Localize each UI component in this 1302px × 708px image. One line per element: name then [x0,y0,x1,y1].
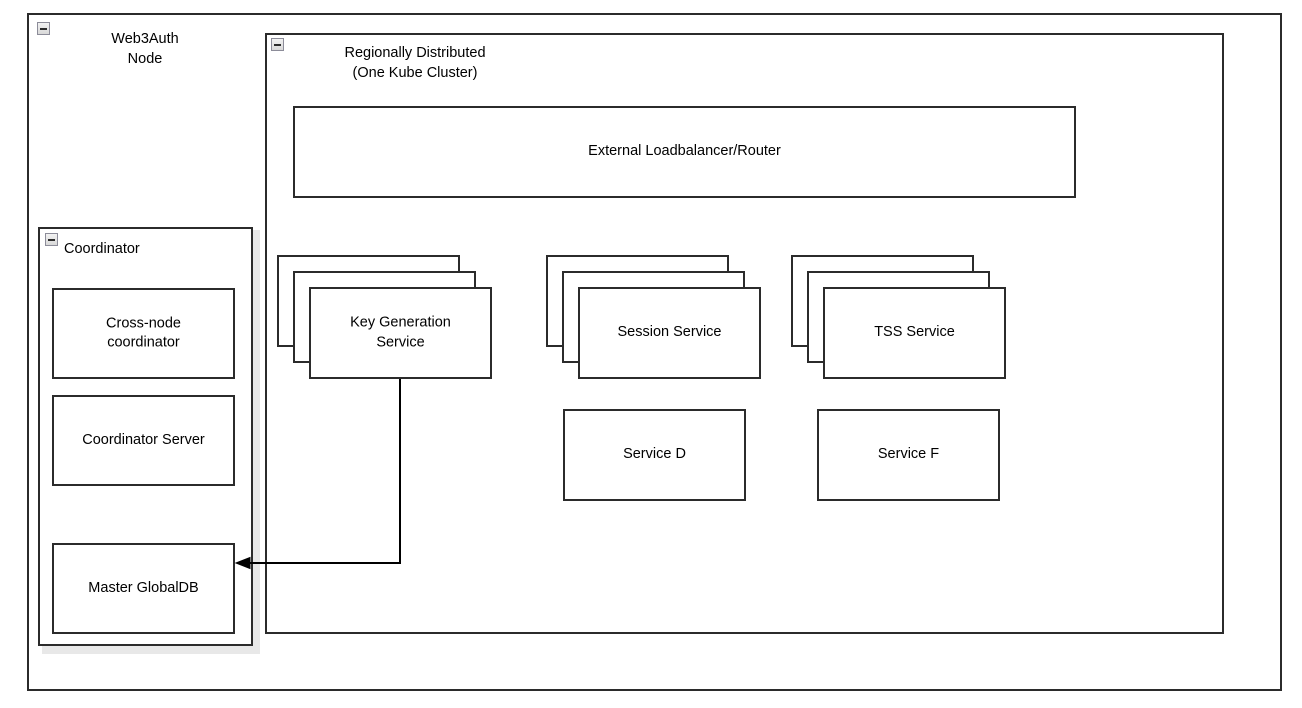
node-label-master-globaldb: Master GlobalDB [88,579,199,596]
node-external-loadbalancer-router[interactable]: External Loadbalancer/Router [293,106,1076,198]
node-label-tss-service: TSS Service [874,324,955,341]
node-stack-tss-service[interactable]: TSS Service [791,255,1006,381]
node-master-globaldb[interactable]: Master GlobalDB [52,543,235,634]
collapse-minus-icon-web3auth-node[interactable] [37,22,50,35]
node-stack-key-generation-service[interactable]: Key Generation Service [277,255,492,381]
node-label-key-generation-service: Key Generation Service [350,314,451,350]
node-label-service-f: Service F [877,446,940,463]
node-label-coordinator-server: Coordinator Server [82,431,205,448]
node-label-service-d: Service D [623,446,686,463]
node-service-d[interactable]: Service D [563,409,746,501]
node-label-session-service: Session Service [617,324,722,341]
node-stack-session-service[interactable]: Session Service [546,255,761,381]
stack-sheet-front[interactable]: TSS Service [823,287,1006,379]
node-service-f[interactable]: Service F [817,409,1000,501]
stack-sheet-front[interactable]: Session Service [578,287,761,379]
node-label-cross-node-coordinator: Cross-node coordinator [106,314,181,351]
node-cross-node-coordinator[interactable]: Cross-node coordinator [52,288,235,379]
collapse-minus-icon-coordinator[interactable] [45,233,58,246]
node-coordinator-server[interactable]: Coordinator Server [52,395,235,486]
stack-sheet-front[interactable]: Key Generation Service [309,287,492,379]
node-label-external-loadbalancer-router: External Loadbalancer/Router [588,143,781,160]
collapse-minus-icon-kube-cluster[interactable] [271,38,284,51]
